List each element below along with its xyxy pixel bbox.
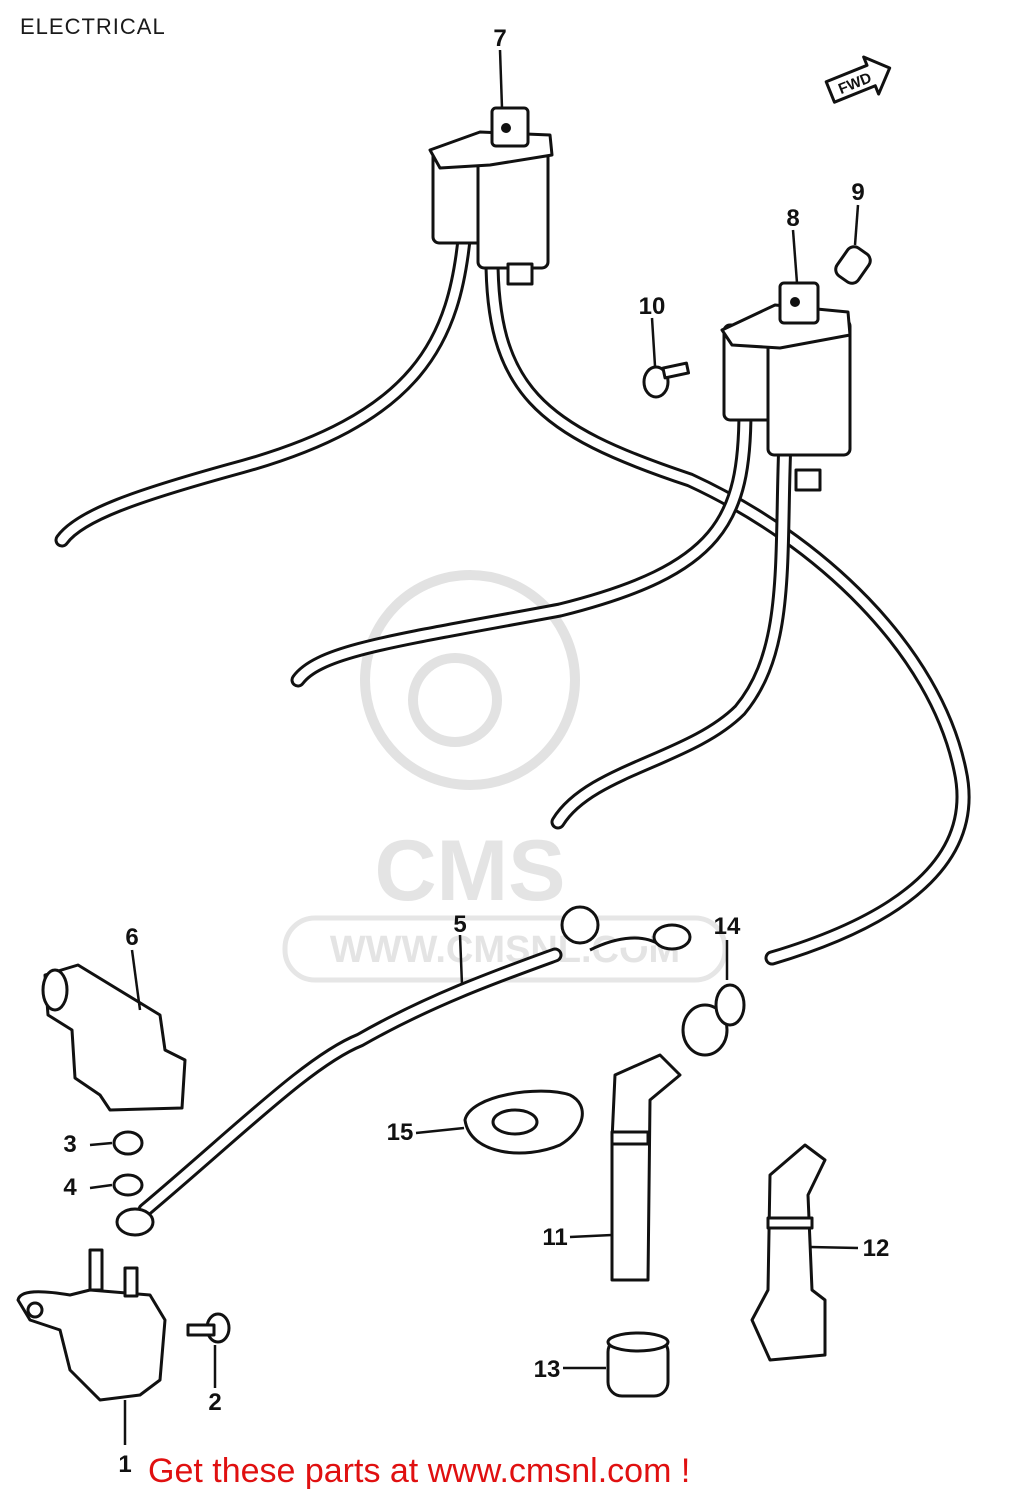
lead-wire <box>115 905 692 1237</box>
spark-plug-cap-2 <box>750 1143 827 1362</box>
coil-screw <box>642 361 691 399</box>
watermark-url: WWW.CMSNL.COM <box>330 929 680 971</box>
watermark-brand: CMS <box>374 823 565 919</box>
washer <box>112 1173 144 1197</box>
callout-13: 13 <box>534 1356 561 1383</box>
callout-2: 2 <box>208 1389 221 1416</box>
fwd-arrow-icon: FWD <box>824 55 892 104</box>
callout-5: 5 <box>453 911 466 938</box>
relay-bolt <box>186 1312 231 1344</box>
callout-15: 15 <box>387 1119 414 1146</box>
page-title: ELECTRICAL <box>20 14 166 39</box>
ignition-lead-wires <box>54 222 971 966</box>
seal <box>681 983 746 1057</box>
callout-labels: 1 2 3 4 5 6 7 8 9 10 11 12 13 14 15 <box>63 25 889 1478</box>
ignition-coil-lower <box>720 281 852 492</box>
starter-relay <box>16 1248 167 1402</box>
ignition-coil-upper <box>428 106 554 286</box>
spark-plug-cap-1 <box>610 1053 682 1282</box>
footer-link-text[interactable]: Get these parts at www.cmsnl.com ! <box>148 1452 691 1490</box>
callout-12: 12 <box>863 1235 890 1262</box>
callout-6: 6 <box>125 924 138 951</box>
watermark-mascot-icon <box>360 570 580 790</box>
callout-14: 14 <box>714 913 741 940</box>
grommet <box>463 1089 584 1155</box>
callout-1: 1 <box>118 1451 131 1478</box>
callout-3: 3 <box>63 1131 76 1158</box>
callout-8: 8 <box>786 205 799 232</box>
insulator <box>606 1331 670 1398</box>
connector-cover <box>41 963 187 1112</box>
callout-9: 9 <box>851 179 864 206</box>
terminal-cap <box>834 245 872 285</box>
nut <box>112 1130 144 1156</box>
callout-10: 10 <box>639 293 666 320</box>
callout-7: 7 <box>493 25 506 52</box>
callout-leaders <box>89 49 860 1445</box>
watermark: CMS WWW.CMSNL.COM <box>282 570 728 983</box>
callout-11: 11 <box>542 1224 567 1251</box>
callout-4: 4 <box>63 1174 77 1201</box>
